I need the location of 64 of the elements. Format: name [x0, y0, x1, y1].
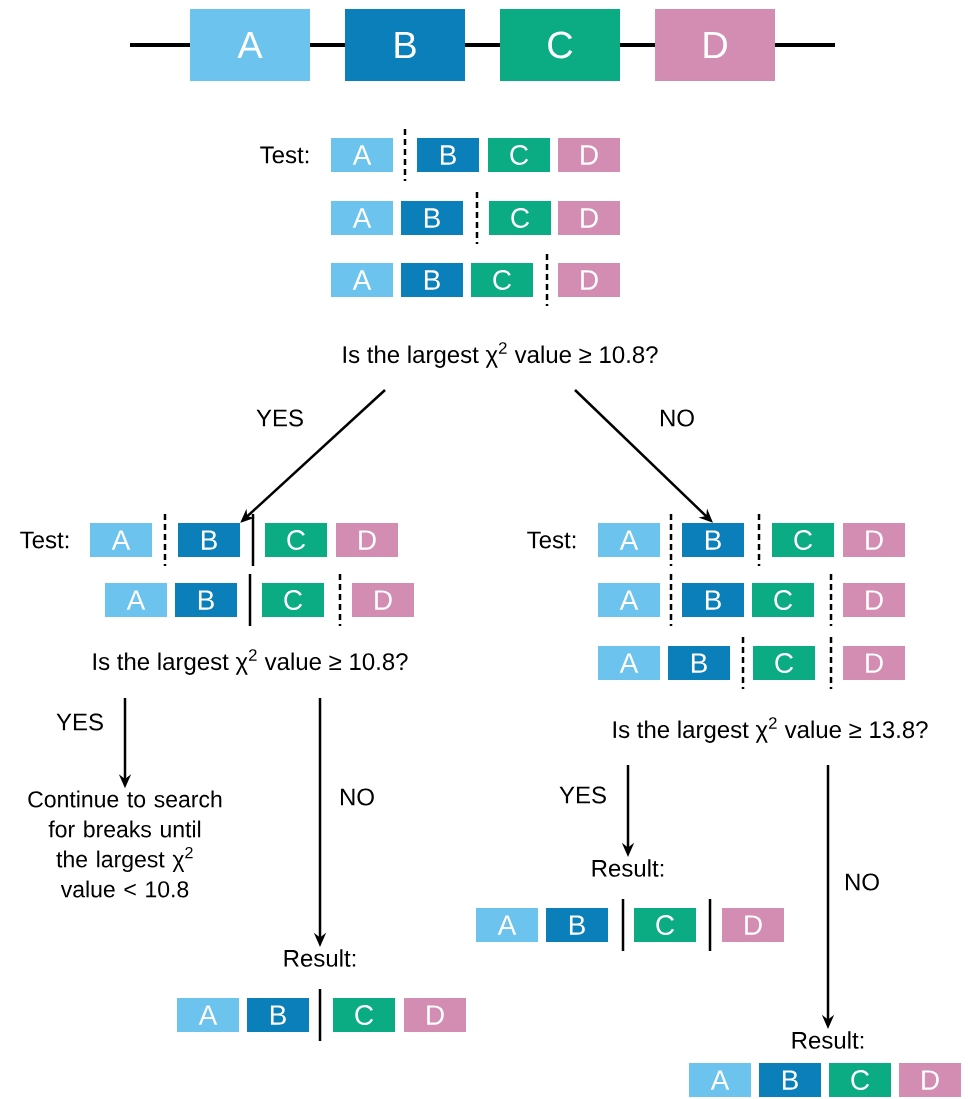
note-text: Continue to search for breaks until the largest χ$^{2}$ value < 10.8: [28, 790, 222, 898]
segment-box: D: [843, 583, 905, 617]
result-label: Result:: [284, 949, 356, 967]
edge-label: YES: [255, 408, 305, 428]
segment-box: B: [175, 583, 237, 617]
segment-box: B: [682, 523, 744, 557]
segment-box: D: [558, 201, 620, 235]
segment-box: D: [722, 908, 784, 942]
question-text: Is the largest χ$^{2}$ value ≥ 10.8?: [343, 342, 658, 368]
segment-box: A: [598, 646, 660, 680]
segment-box: C: [471, 263, 533, 297]
segment-box: C: [262, 583, 324, 617]
segment-box: D: [843, 646, 905, 680]
segment-box: B: [345, 9, 465, 81]
segment-box: A: [190, 9, 310, 81]
edge-label: YES: [55, 712, 105, 732]
test-label: Test:: [527, 531, 576, 549]
segment-box: B: [417, 138, 479, 172]
segment-box: D: [352, 583, 414, 617]
segment-box: B: [546, 908, 608, 942]
segment-box: A: [331, 263, 393, 297]
result-label: Result:: [592, 859, 664, 877]
segment-box: C: [634, 908, 696, 942]
edge-label: YES: [558, 785, 608, 805]
segment-box: D: [558, 263, 620, 297]
segment-box: A: [177, 998, 239, 1032]
segment-box: D: [655, 9, 775, 81]
segment-box: C: [489, 201, 551, 235]
segment-box: D: [843, 523, 905, 557]
test-label: Test:: [260, 146, 309, 164]
test-label: Test:: [20, 531, 69, 549]
segment-box: B: [247, 998, 309, 1032]
segment-box: A: [105, 583, 167, 617]
segment-box: C: [772, 523, 834, 557]
segment-box: D: [336, 523, 398, 557]
segment-box: B: [759, 1063, 821, 1097]
segment-box: A: [331, 201, 393, 235]
segment-box: D: [558, 138, 620, 172]
segment-box: C: [753, 646, 815, 680]
question-text: Is the largest χ$^{2}$ value ≥ 13.8?: [613, 717, 928, 743]
segment-box: C: [265, 523, 327, 557]
edge-label: NO: [843, 872, 881, 892]
segment-box: A: [689, 1063, 751, 1097]
segment-box: C: [488, 138, 550, 172]
segment-box: C: [752, 583, 814, 617]
segment-box: D: [404, 998, 466, 1032]
segment-box: A: [331, 138, 393, 172]
segment-box: B: [401, 263, 463, 297]
result-label: Result:: [792, 1031, 864, 1049]
segment-box: A: [476, 908, 538, 942]
question-text: Is the largest χ$^{2}$ value ≥ 10.8?: [93, 649, 408, 675]
segment-box: C: [500, 9, 620, 81]
segment-box: C: [333, 998, 395, 1032]
segment-box: B: [178, 523, 240, 557]
segment-box: B: [668, 646, 730, 680]
segment-box: C: [829, 1063, 891, 1097]
edge-label: NO: [338, 787, 376, 807]
edge-label: NO: [658, 408, 696, 428]
segment-box: B: [682, 583, 744, 617]
segment-box: A: [90, 523, 152, 557]
segment-box: D: [899, 1063, 961, 1097]
segment-box: A: [598, 583, 660, 617]
segment-box: A: [598, 523, 660, 557]
segment-box: B: [401, 201, 463, 235]
